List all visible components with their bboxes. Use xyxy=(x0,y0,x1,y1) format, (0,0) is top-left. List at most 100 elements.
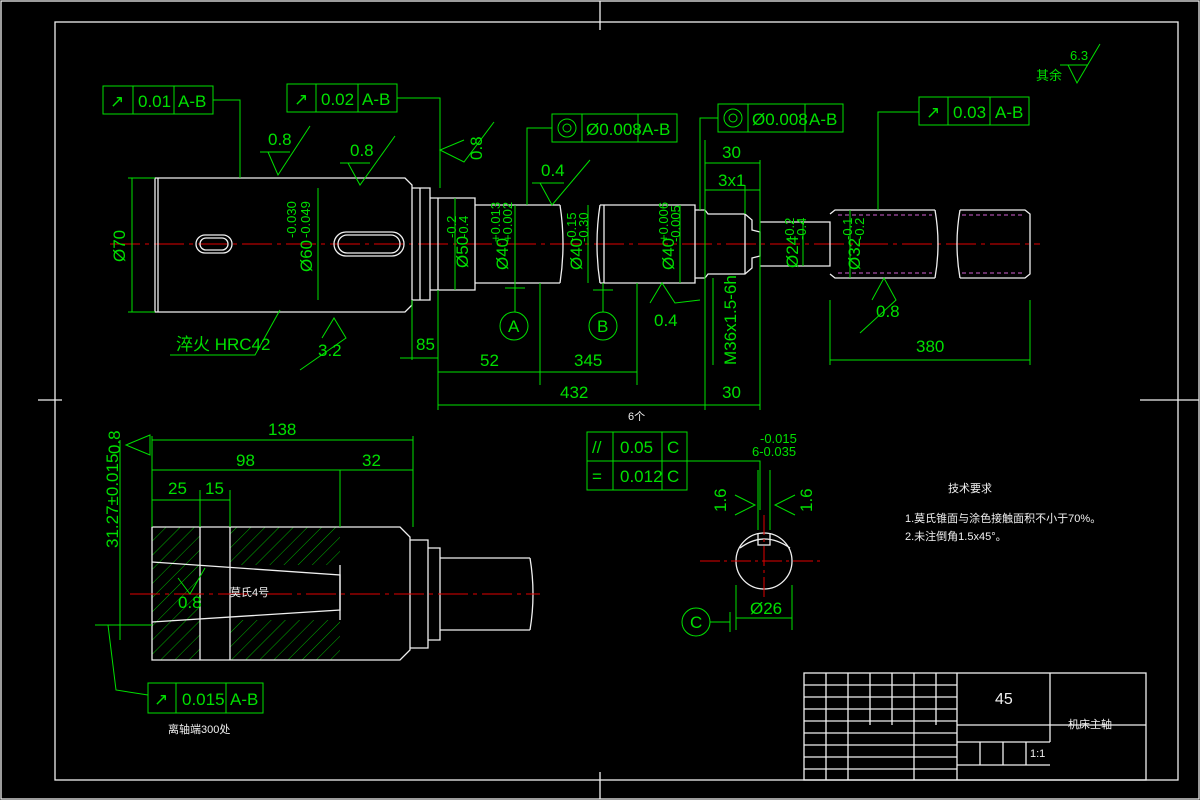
dim-85: 85 xyxy=(416,335,435,354)
dia-40b-tol-top: -0.15 xyxy=(564,212,579,242)
fcf-runout-c: ↗ 0.03 A-B xyxy=(877,96,1030,210)
dia-50: Ø50 xyxy=(453,236,472,268)
roughness-r5: 0.4 xyxy=(654,311,678,330)
dia-40b: Ø40 xyxy=(567,238,586,270)
dia-40c-tol-top: +0.006 xyxy=(656,202,671,242)
roughness-corner-note: 其余 xyxy=(1036,68,1062,83)
runout-icon: ↗ xyxy=(926,103,940,122)
svg-text:0.03: 0.03 xyxy=(953,103,986,122)
roughness-r2: 0.8 xyxy=(350,141,374,160)
tech-req-line1: 1.莫氏锥面与涂色接触面积不小于70%。 xyxy=(905,511,1101,525)
dia-26: Ø26 xyxy=(750,599,782,618)
roughness-r10: 1.6 xyxy=(711,488,730,512)
roughness-r6: 3.2 xyxy=(318,341,342,360)
dia-40c-tol-bot: -0.005 xyxy=(668,205,683,242)
dia-50-tol-top: -0.2 xyxy=(444,216,459,238)
fcf-concentric-a: Ø0.008 A-B xyxy=(526,113,678,205)
runout-icon: ↗ xyxy=(294,90,308,109)
svg-text:A-B: A-B xyxy=(178,92,206,111)
svg-text:0.02: 0.02 xyxy=(321,90,354,109)
fcf-runout-b: ↗ 0.02 A-B xyxy=(286,83,441,188)
parallelism-icon: // xyxy=(592,438,602,457)
dia-24-tol-top: -0.2 xyxy=(782,218,797,240)
inner-border xyxy=(54,21,1179,781)
keyway-section: 1.6 1.6 Ø26 C xyxy=(681,470,820,637)
roughness-r9: 0.8 xyxy=(178,593,202,612)
concentricity-icon xyxy=(723,108,743,128)
material: 45 xyxy=(995,691,1013,708)
svg-text:0.05: 0.05 xyxy=(620,438,653,457)
svg-text:A-B: A-B xyxy=(230,690,258,709)
dia-60-tol-bot: -0.049 xyxy=(298,201,313,238)
dim-25: 25 xyxy=(168,479,187,498)
svg-text:Ø0.008: Ø0.008 xyxy=(586,120,642,139)
dim-345: 345 xyxy=(574,351,602,370)
runout-icon: ↗ xyxy=(154,690,168,709)
datum-c-label: C xyxy=(690,613,702,632)
hardness-leader xyxy=(170,309,281,356)
svg-text:Ø0.008: Ø0.008 xyxy=(752,110,808,129)
roughness-r7: 0.8 xyxy=(876,302,900,321)
parallel-frame: // 0.05 C xyxy=(586,431,688,462)
dia-40a: Ø40 xyxy=(493,238,512,270)
dia-32-tol-bot: -0.2 xyxy=(852,218,867,240)
roughness-corner: 6.3 xyxy=(1070,48,1088,63)
svg-text:A-B: A-B xyxy=(362,90,390,109)
roughness-r4: 0.4 xyxy=(541,161,565,180)
title-block xyxy=(803,672,1147,781)
dim-52: 52 xyxy=(480,351,499,370)
taper-note: 莫氏4号 xyxy=(230,586,269,599)
svg-text:A-B: A-B xyxy=(642,120,670,139)
dia-40c: Ø40 xyxy=(659,238,678,270)
dia-24-tol-bot: -0.4 xyxy=(794,218,809,240)
dia-70: Ø70 xyxy=(110,230,129,262)
svg-text:C: C xyxy=(667,438,679,457)
roughness-r3: 0.8 xyxy=(467,136,486,160)
svg-text:0.012: 0.012 xyxy=(620,467,663,486)
fcf-concentric-b: Ø0.008 A-B xyxy=(699,103,844,210)
svg-text:A-B: A-B xyxy=(809,110,837,129)
svg-text:0.01: 0.01 xyxy=(138,92,171,111)
part-name: 机床主轴 xyxy=(1068,717,1112,731)
concentricity-icon xyxy=(557,118,577,138)
dim-32: 32 xyxy=(362,451,381,470)
datum-a-label: A xyxy=(508,317,520,336)
length-dim-lines xyxy=(400,140,1031,410)
dia-60: Ø60 xyxy=(297,240,316,272)
roughness-symbols xyxy=(260,43,1101,371)
symmetry-frame: = 0.012 C xyxy=(586,460,761,510)
datum-b-label: B xyxy=(597,317,608,336)
svg-text:0.015: 0.015 xyxy=(182,690,225,709)
fcf-runout-bottom: ↗ 0.015 A-B xyxy=(147,682,264,714)
roughness-r8: 0.8 xyxy=(105,430,124,454)
svg-text:A-B: A-B xyxy=(995,103,1023,122)
fcf-runout-a: ↗ 0.01 A-B xyxy=(102,85,241,178)
dia-60-tol-top: -0.030 xyxy=(284,201,299,238)
datum-a xyxy=(499,283,529,341)
tech-req-line2: 2.未注倒角1.5x45°。 xyxy=(905,529,1007,543)
taper-depth-note: 离轴端300处 xyxy=(168,722,230,736)
key-width: 6-0.035 xyxy=(752,444,796,459)
dim-15: 15 xyxy=(205,479,224,498)
symmetry-icon: = xyxy=(592,467,602,486)
center-marks xyxy=(38,1,1199,799)
key-tol-top: -0.015 xyxy=(760,431,797,446)
dim-98: 98 xyxy=(236,451,255,470)
section-view: 138 98 32 25 15 31.27±0.015 0.8 0.8 莫氏4号 xyxy=(95,420,540,696)
shaft-outline xyxy=(154,177,1031,313)
svg-text:C: C xyxy=(667,467,679,486)
dim-3x1: 3x1 xyxy=(718,171,745,190)
dim-31-27: 31.27±0.015 xyxy=(103,454,122,548)
thread-lines xyxy=(838,214,1025,274)
dim-138: 138 xyxy=(268,420,296,439)
datum-b xyxy=(588,283,618,341)
dia-40a-tol-top: +0.013 xyxy=(488,202,503,242)
dia-40a-tol-bot: +0.002 xyxy=(500,202,515,242)
runout-icon: ↗ xyxy=(110,92,124,111)
thread-spec: M36x1.5-6h xyxy=(721,275,740,365)
dia-32: Ø32 xyxy=(845,238,864,270)
tech-req-title: 技术要求 xyxy=(948,482,992,495)
key-note: 6个 xyxy=(628,410,645,423)
